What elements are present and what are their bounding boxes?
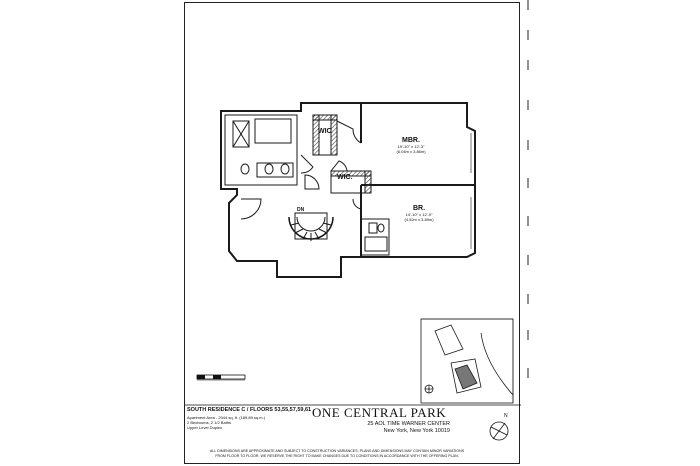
disclaimer-line: ALL DIMENSIONS ARE APPROXIMATE AND SUBJE… bbox=[209, 449, 465, 453]
mbr-label: MBR. 19'-10" x 12'-3" (6.04m x 3.86m) bbox=[389, 137, 433, 154]
unit-detail-line: Upper Level Duplex bbox=[187, 425, 223, 430]
br-dims-metric: (4.52m x 3.89m) bbox=[404, 217, 434, 222]
br-dims: 14'-10" x 12'-9" bbox=[405, 212, 433, 217]
address-line: 25 AOL TIME WARNER CENTER bbox=[367, 421, 450, 427]
wic-mid-label: WIC. bbox=[337, 174, 353, 181]
scale-bar bbox=[196, 374, 246, 381]
floor-plan-sheet: WIC WIC. DN MBR. 19'-10" x 12'-3" (6.04m… bbox=[184, 2, 521, 464]
address-line: New York, New York 10019 bbox=[383, 428, 450, 434]
building-name: ONE CENTRAL PARK bbox=[312, 405, 447, 420]
north-arrow-label: N bbox=[504, 413, 508, 419]
unit-details: Apartment Area - 2044 sq. ft. (189.89 sq… bbox=[187, 415, 265, 430]
mbr-name: MBR. bbox=[402, 137, 420, 144]
disclaimer: ALL DIMENSIONS ARE APPROXIMATE AND SUBJE… bbox=[187, 449, 487, 458]
disclaimer-line: FROM FLOOR TO FLOOR. WE RESERVE THE RIGH… bbox=[215, 453, 459, 458]
mbr-dims-metric: (6.04m x 3.86m) bbox=[396, 149, 426, 154]
wic-top-label: WIC bbox=[318, 128, 332, 135]
unit-detail-line: Apartment Area - 2044 sq. ft. (189.89 sq… bbox=[187, 415, 266, 420]
unit-detail-line: 2 Bedrooms, 2 1/2 Baths bbox=[187, 420, 232, 425]
br-name: BR. bbox=[412, 205, 426, 212]
north-arrow-icon bbox=[489, 421, 509, 441]
exterior-wall bbox=[220, 102, 476, 278]
building-address: 25 AOL TIME WARNER CENTER New York, New … bbox=[350, 421, 450, 435]
stair-dn-label: DN bbox=[297, 207, 305, 213]
key-plan bbox=[420, 318, 514, 404]
floor-plan-drawing bbox=[185, 102, 521, 441]
br-label: BR. 14'-10" x 12'-9" (4.52m x 3.89m) bbox=[397, 205, 441, 222]
mbr-dims: 19'-10" x 12'-3" bbox=[397, 144, 425, 149]
unit-title: SOUTH RESIDENCE C / FLOORS 53,55,57,59,6… bbox=[187, 407, 312, 413]
